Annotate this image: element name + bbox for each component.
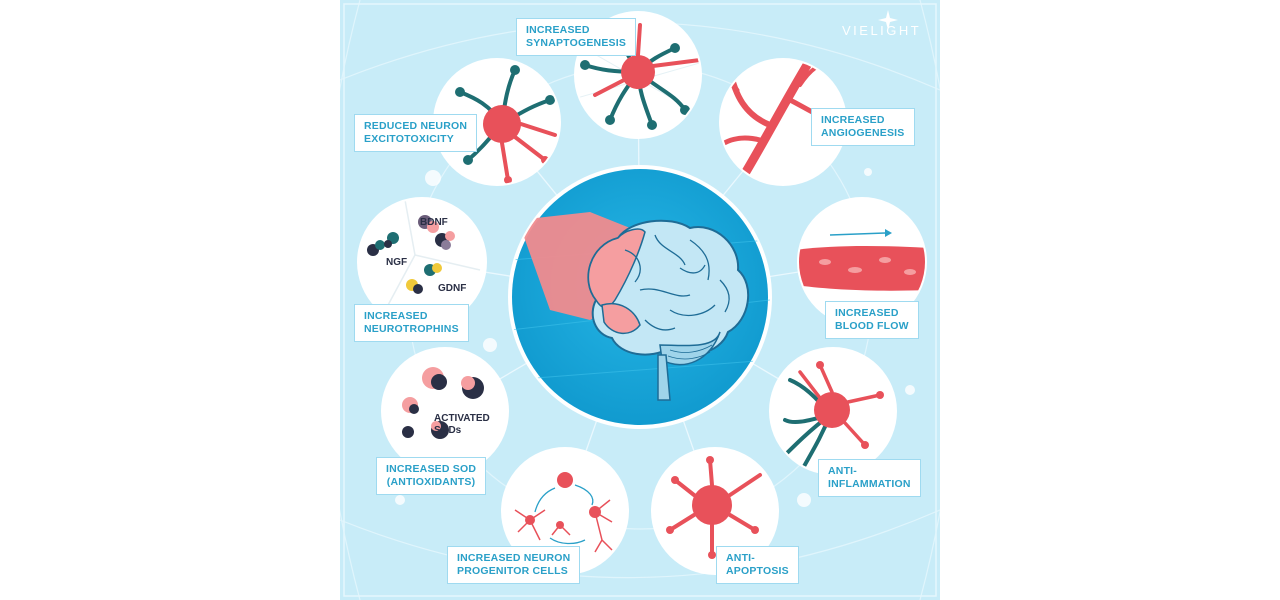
label-blood-flow-line1: INCREASED xyxy=(835,307,899,319)
infographic-panel: VIELIGHT BDNF NGF GDNF ACTIVATED SODs IN… xyxy=(340,0,940,600)
infographic-art xyxy=(340,0,940,600)
label-sod: INCREASED SOD (ANTIOXIDANTS) xyxy=(376,457,487,495)
activated-sods-label: ACTIVATED SODs xyxy=(434,413,490,437)
label-anti-apoptosis-line1: ANTI- xyxy=(726,552,755,564)
circle-anti-apoptosis xyxy=(651,447,779,575)
ngf-molecule xyxy=(367,232,399,256)
label-angiogenesis-line1: INCREASED xyxy=(821,114,885,126)
activated-sods-line1: ACTIVATED xyxy=(434,413,490,424)
bdnf-molecule xyxy=(418,215,455,250)
label-synaptogenesis-line2: SYNAPTOGENESIS xyxy=(526,37,627,49)
label-synaptogenesis: INCREASED SYNAPTOGENESIS xyxy=(516,18,637,56)
circle-anti-inflammation xyxy=(769,347,897,475)
activated-sods-line2: SODs xyxy=(434,425,462,436)
circle-excitotoxicity xyxy=(433,58,561,186)
circle-progenitor-cells xyxy=(501,447,629,575)
bdnf-label: BDNF xyxy=(420,217,448,228)
label-angiogenesis-line2: ANGIOGENESIS xyxy=(821,127,905,139)
label-progenitor-cells-line2: PROGENITOR CELLS xyxy=(457,565,568,577)
label-neurotrophins-line1: INCREASED xyxy=(364,310,428,322)
label-excitotoxicity-line1: REDUCED NEURON xyxy=(364,120,468,132)
label-anti-inflammation-line2: INFLAMMATION xyxy=(828,478,911,490)
circle-sod xyxy=(381,347,509,475)
center-brain-circle xyxy=(508,165,772,429)
label-anti-inflammation: ANTI- INFLAMMATION xyxy=(818,459,921,497)
label-neurotrophins: INCREASED NEUROTROPHINS xyxy=(354,304,469,342)
label-synaptogenesis-line1: INCREASED xyxy=(526,24,590,36)
inner-frame xyxy=(343,3,937,597)
gdnf-label: GDNF xyxy=(438,283,467,294)
label-anti-apoptosis: ANTI- APOPTOSIS xyxy=(716,546,799,584)
label-progenitor-cells: INCREASED NEURON PROGENITOR CELLS xyxy=(447,546,581,584)
label-excitotoxicity-line2: EXCITOTOXICITY xyxy=(364,133,454,145)
label-blood-flow-line2: BLOOD FLOW xyxy=(835,320,909,332)
sod-molecules xyxy=(402,367,484,439)
label-blood-flow: INCREASED BLOOD FLOW xyxy=(825,301,919,339)
label-progenitor-cells-line1: INCREASED NEURON xyxy=(457,552,571,564)
brain-icon xyxy=(587,219,750,401)
circle-neurotrophins xyxy=(357,197,487,327)
label-anti-apoptosis-line2: APOPTOSIS xyxy=(726,565,789,577)
star-mark xyxy=(878,10,898,30)
label-neurotrophins-line2: NEUROTROPHINS xyxy=(364,323,459,335)
label-angiogenesis: INCREASED ANGIOGENESIS xyxy=(811,108,915,146)
label-excitotoxicity: REDUCED NEURON EXCITOTOXICITY xyxy=(354,114,478,152)
label-sod-line2: (ANTIOXIDANTS) xyxy=(386,476,476,488)
circle-blood-flow xyxy=(797,197,927,327)
brand-logo-text: VIELIGHT xyxy=(842,23,922,38)
label-sod-line1: INCREASED SOD xyxy=(386,463,477,475)
gdnf-molecule xyxy=(406,263,442,294)
label-anti-inflammation-line1: ANTI- xyxy=(828,465,857,477)
ngf-label: NGF xyxy=(386,257,408,268)
